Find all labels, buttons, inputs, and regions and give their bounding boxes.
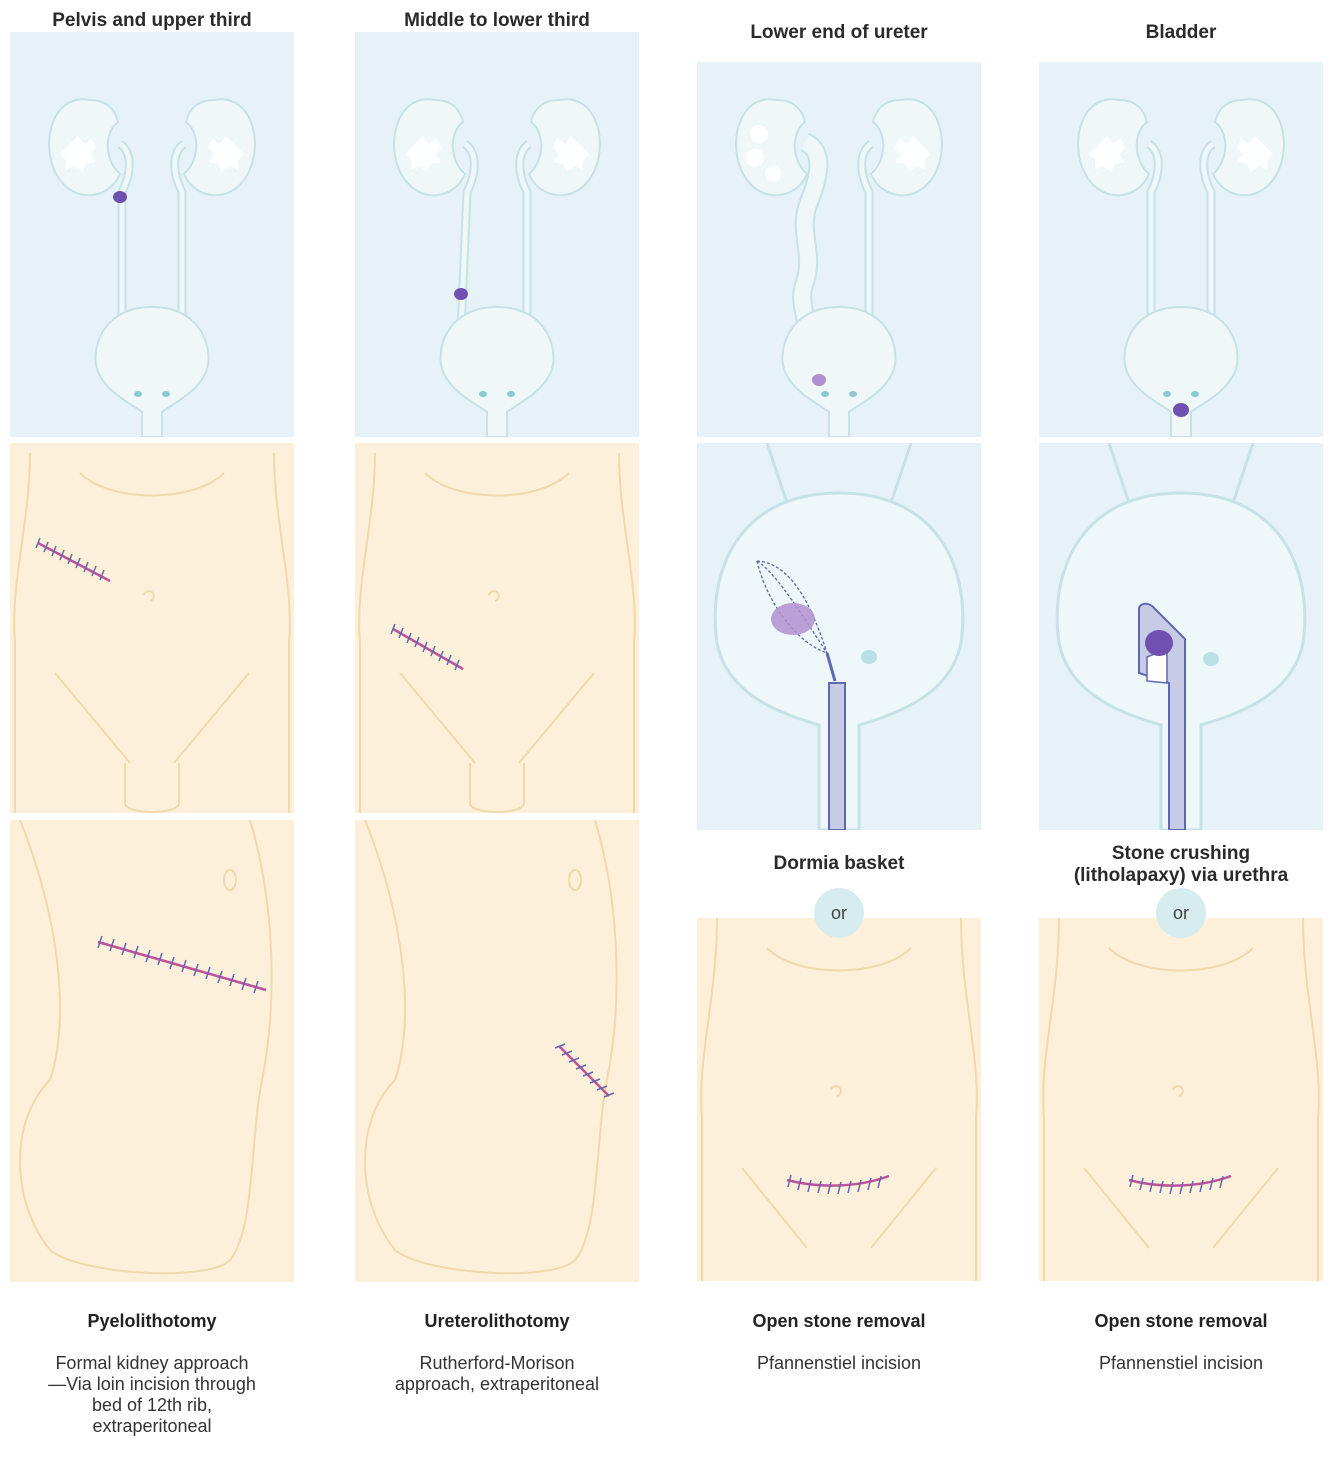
procedure-description: Rutherford-Morison approach, extraperito… <box>355 1353 639 1395</box>
body-front-panel <box>697 918 981 1281</box>
procedure-title: Ureterolithotomy <box>355 1311 639 1332</box>
litholapaxy-illustration <box>1039 443 1323 830</box>
stone-marker <box>1173 403 1189 417</box>
body-front-panel <box>355 443 639 813</box>
procedure-description: Pfannenstiel incision <box>697 1353 981 1374</box>
body-front-panel <box>1039 918 1323 1281</box>
body-side-panel <box>10 820 294 1282</box>
stone-marker <box>113 191 127 203</box>
column-lower-end-ureter: Lower end of ureter <box>697 0 981 1405</box>
caption: Open stone removal Pfannenstiel incision <box>697 1290 981 1395</box>
caption: Open stone removal Pfannenstiel incision <box>1039 1290 1323 1395</box>
technique-label: Stone crushing (litholapaxy) via urethra <box>1039 843 1323 887</box>
column-title: Bladder <box>1039 22 1323 44</box>
urinary-tract-panel <box>10 32 294 437</box>
procedure-description: Formal kidney approach —Via loin incisio… <box>10 1353 294 1437</box>
side-torso-incision-illustration <box>10 820 294 1282</box>
stone-marker <box>454 288 468 300</box>
column-middle-lower-ureter: Middle to lower third of ureter <box>355 0 639 1405</box>
bladder-closeup-panel <box>1039 443 1323 830</box>
procedure-title: Pyelolithotomy <box>10 1311 294 1332</box>
urinary-tract-illustration <box>697 62 981 437</box>
front-torso-incision-illustration <box>1039 918 1323 1281</box>
dormia-basket-illustration <box>697 443 981 830</box>
urinary-tract-panel <box>1039 62 1323 437</box>
or-badge: or <box>814 888 864 938</box>
urinary-tract-illustration <box>355 32 639 437</box>
procedure-description: Pfannenstiel incision <box>1039 1353 1323 1374</box>
body-side-panel <box>355 820 639 1282</box>
column-bladder: Bladder <box>1039 0 1323 1405</box>
urinary-tract-panel <box>697 62 981 437</box>
urinary-tract-illustration <box>10 32 294 437</box>
front-torso-incision-illustration <box>355 443 639 813</box>
caption: Pyelolithotomy Formal kidney approach —V… <box>10 1290 294 1458</box>
technique-label: Dormia basket <box>697 853 981 875</box>
body-front-panel <box>10 443 294 813</box>
front-torso-incision-illustration <box>697 918 981 1281</box>
bladder-closeup-panel <box>697 443 981 830</box>
column-title: Lower end of ureter <box>697 22 981 44</box>
urinary-tract-illustration <box>1039 62 1323 437</box>
stone-marker <box>812 374 826 386</box>
procedure-title: Open stone removal <box>1039 1311 1323 1332</box>
side-torso-incision-illustration <box>355 820 639 1282</box>
caption: Ureterolithotomy Rutherford-Morison appr… <box>355 1290 639 1416</box>
front-torso-incision-illustration <box>10 443 294 813</box>
procedure-title: Open stone removal <box>697 1311 981 1332</box>
urinary-tract-panel <box>355 32 639 437</box>
column-pelvis-upper-ureter: Pelvis and upper third of ureter <box>10 0 294 1405</box>
or-badge: or <box>1156 888 1206 938</box>
